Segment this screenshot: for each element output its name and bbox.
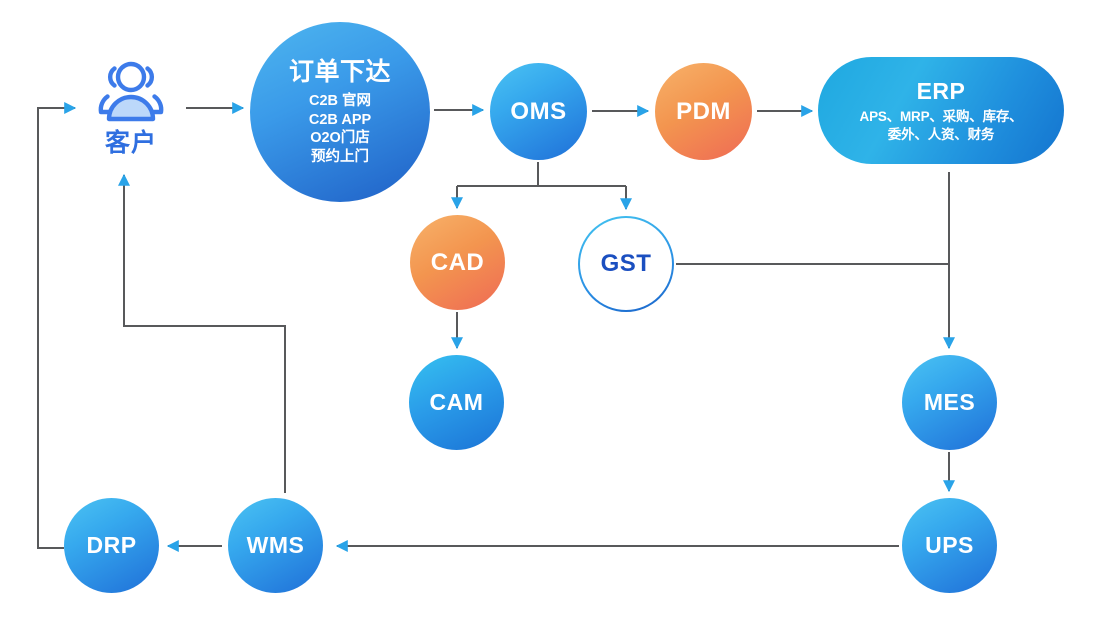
node-drp-label: DRP bbox=[86, 532, 137, 559]
node-customer-label: 客户 bbox=[104, 129, 157, 157]
node-order-placement[interactable]: 订单下达 C2B 官网 C2B APP O2O门店 预约上门 bbox=[250, 22, 430, 202]
erp-module-line: APS、MRP、采购、库存、 bbox=[859, 109, 1023, 125]
node-order-title: 订单下达 bbox=[288, 57, 391, 86]
edge-wms-to-customer bbox=[118, 173, 286, 493]
node-cad-label: CAD bbox=[430, 248, 485, 276]
order-channel-item: 预约上门 bbox=[311, 148, 369, 165]
node-erp[interactable]: ERP APS、MRP、采购、库存、 委外、人资、财务 bbox=[818, 57, 1064, 164]
node-order-channels: C2B 官网 C2B APP O2O门店 预约上门 bbox=[309, 92, 371, 166]
node-ups-label: UPS bbox=[925, 532, 974, 559]
node-cad[interactable]: CAD bbox=[410, 215, 505, 310]
edge-drp-to-customer bbox=[37, 102, 77, 549]
order-channel-item: C2B 官网 bbox=[308, 93, 372, 110]
node-drp[interactable]: DRP bbox=[64, 498, 159, 593]
node-wms[interactable]: WMS bbox=[228, 498, 323, 593]
node-erp-modules: APS、MRP、采购、库存、 委外、人资、财务 bbox=[860, 108, 1023, 143]
node-oms-label: OMS bbox=[510, 97, 567, 125]
node-pdm-label: PDM bbox=[676, 97, 731, 125]
node-wms-label: WMS bbox=[246, 532, 305, 559]
erp-module-line: 委外、人资、财务 bbox=[887, 126, 995, 142]
node-cam-label: CAM bbox=[429, 389, 484, 416]
node-mes[interactable]: MES bbox=[902, 355, 997, 450]
node-customer[interactable]: 客户 bbox=[83, 52, 179, 164]
node-mes-label: MES bbox=[923, 389, 976, 416]
node-oms[interactable]: OMS bbox=[490, 63, 587, 160]
node-gst-label: GST bbox=[600, 250, 652, 278]
node-gst[interactable]: GST bbox=[578, 216, 674, 312]
node-erp-title: ERP bbox=[916, 78, 966, 105]
order-channel-item: C2B APP bbox=[308, 111, 372, 128]
node-ups[interactable]: UPS bbox=[902, 498, 997, 593]
node-pdm[interactable]: PDM bbox=[655, 63, 752, 160]
users-group-icon bbox=[92, 57, 170, 125]
order-channel-item: O2O门店 bbox=[310, 130, 370, 147]
node-cam[interactable]: CAM bbox=[409, 355, 504, 450]
